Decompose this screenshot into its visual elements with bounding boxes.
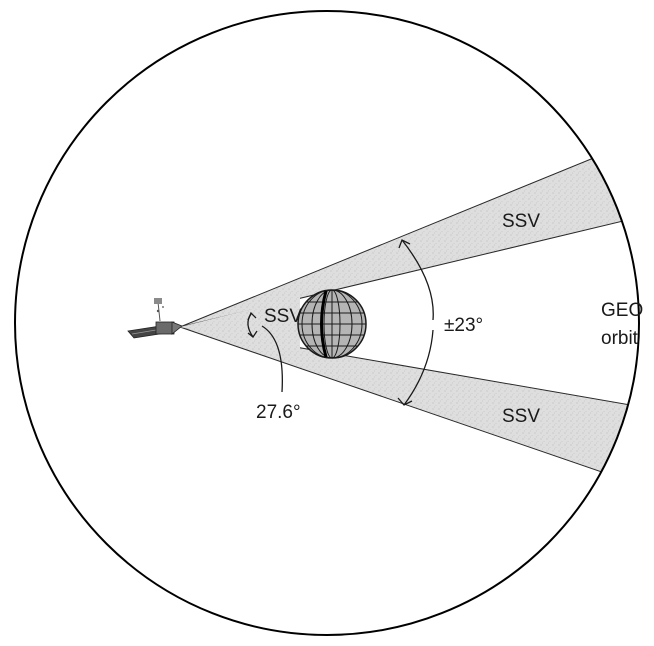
ssv-label-lower: SSV <box>502 406 540 427</box>
geo-label-line2: orbit <box>601 328 639 349</box>
ssv-label-upper: SSV <box>502 211 540 232</box>
ssv-label-near: SSV <box>264 306 302 327</box>
inner-angle-arc <box>247 311 283 393</box>
satellite-icon <box>127 298 183 339</box>
ssv-region-lower <box>179 326 639 481</box>
cone-angle-arc <box>397 239 434 406</box>
earth-globe-icon <box>297 289 367 359</box>
ssv-region-near <box>180 297 300 355</box>
cone-angle-label: ±23° <box>444 315 483 336</box>
geo-label-line1: GEO <box>601 300 643 321</box>
inner-angle-label: 27.6° <box>256 402 301 423</box>
geo-orbit-circle <box>14 10 640 636</box>
ssv-region-upper <box>179 156 639 328</box>
